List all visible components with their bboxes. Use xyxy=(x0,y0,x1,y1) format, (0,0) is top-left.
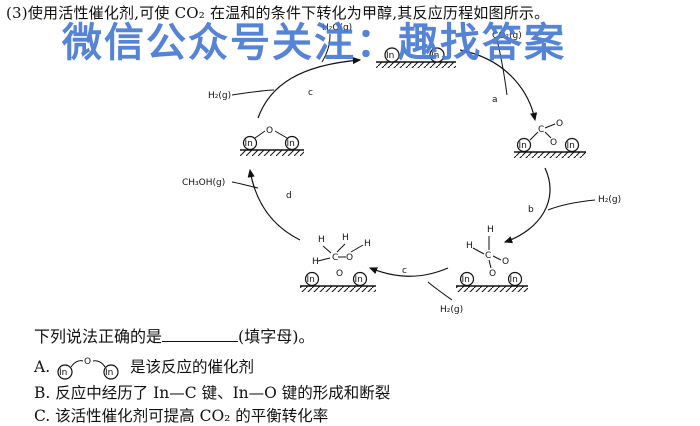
svg-text:C: C xyxy=(332,253,338,263)
ask-suffix: (填字母)。 xyxy=(238,327,315,346)
svg-text:C: C xyxy=(538,125,544,135)
svg-text:O: O xyxy=(550,138,557,148)
arrow-step-a xyxy=(459,49,538,122)
arrow-step-c-bottom xyxy=(368,267,449,277)
step-label-d: d xyxy=(286,191,292,201)
species-h2o: H₂O(g) xyxy=(322,23,352,33)
svg-text:H: H xyxy=(342,233,349,243)
arrow-step-b xyxy=(503,167,551,244)
svg-text:In: In xyxy=(307,275,315,285)
svg-text:O: O xyxy=(336,269,343,279)
svg-text:In: In xyxy=(519,141,527,151)
step-label-a: a xyxy=(492,95,498,105)
svg-text:H: H xyxy=(466,241,473,251)
option-a: A. In In O 是该反应的催化剂 xyxy=(34,357,255,380)
intermediate-in-o-in: In In O xyxy=(240,126,304,156)
svg-text:In: In xyxy=(287,139,295,149)
arrow-step-c-left xyxy=(257,57,362,119)
svg-text:O: O xyxy=(502,257,509,267)
svg-text:O: O xyxy=(84,357,91,367)
species-ch3oh: CH₃OH(g) xyxy=(182,178,225,188)
option-b: B. 反应中经历了 In—C 键、In—O 键的形成和断裂 xyxy=(34,384,391,402)
svg-text:C: C xyxy=(485,251,491,261)
svg-text:In: In xyxy=(59,368,67,378)
species-h2-right: H₂(g) xyxy=(598,195,621,205)
svg-text:H: H xyxy=(364,239,371,249)
step-label-c-bottom: c xyxy=(402,266,407,276)
answer-blank[interactable] xyxy=(162,327,239,342)
svg-text:O: O xyxy=(556,119,563,129)
intermediate-methoxy: In In H H H H C O O xyxy=(300,233,376,292)
svg-text:In: In xyxy=(462,275,470,285)
step-label-b: b xyxy=(528,205,534,215)
svg-text:H: H xyxy=(312,257,319,267)
svg-text:O: O xyxy=(346,253,353,263)
svg-text:In: In xyxy=(567,141,575,151)
in-o-in-icon: In In O xyxy=(57,357,119,380)
svg-text:O: O xyxy=(266,126,273,136)
svg-text:In: In xyxy=(510,275,518,285)
svg-text:O: O xyxy=(489,269,496,279)
svg-text:In: In xyxy=(105,368,113,378)
question-ask: 下列说法正确的是 (填字母)。 xyxy=(34,323,315,347)
ask-text: 下列说法正确的是 xyxy=(34,327,163,346)
watermark: 微信公众号关注：趣找答案 xyxy=(62,20,566,66)
atom-in: In xyxy=(431,51,439,61)
arrow-step-d xyxy=(247,168,301,241)
svg-text:In: In xyxy=(355,275,363,285)
question-intro: (3)使用活性催化剂,可使 CO₂ 在温和的条件下转化为甲醇,其反应历程如图所示… xyxy=(6,4,550,22)
svg-text:In: In xyxy=(245,139,253,149)
species-h2-left: H₂(g) xyxy=(208,91,231,101)
catalyst-top: In In xyxy=(376,47,456,68)
intermediate-co2-bound: In In C O O xyxy=(514,119,586,158)
species-h2-bottom: H₂(g) xyxy=(440,305,463,315)
intermediate-formate: In In H H C O O xyxy=(456,225,528,292)
svg-text:H: H xyxy=(487,225,494,235)
step-label-c-left: c xyxy=(308,88,313,98)
svg-text:H: H xyxy=(318,235,325,245)
atom-in: In xyxy=(386,51,394,61)
species-co2: CO₂(g) xyxy=(492,31,522,41)
option-c: C. 该活性催化剂可提高 CO₂ 的平衡转化率 xyxy=(34,407,329,425)
